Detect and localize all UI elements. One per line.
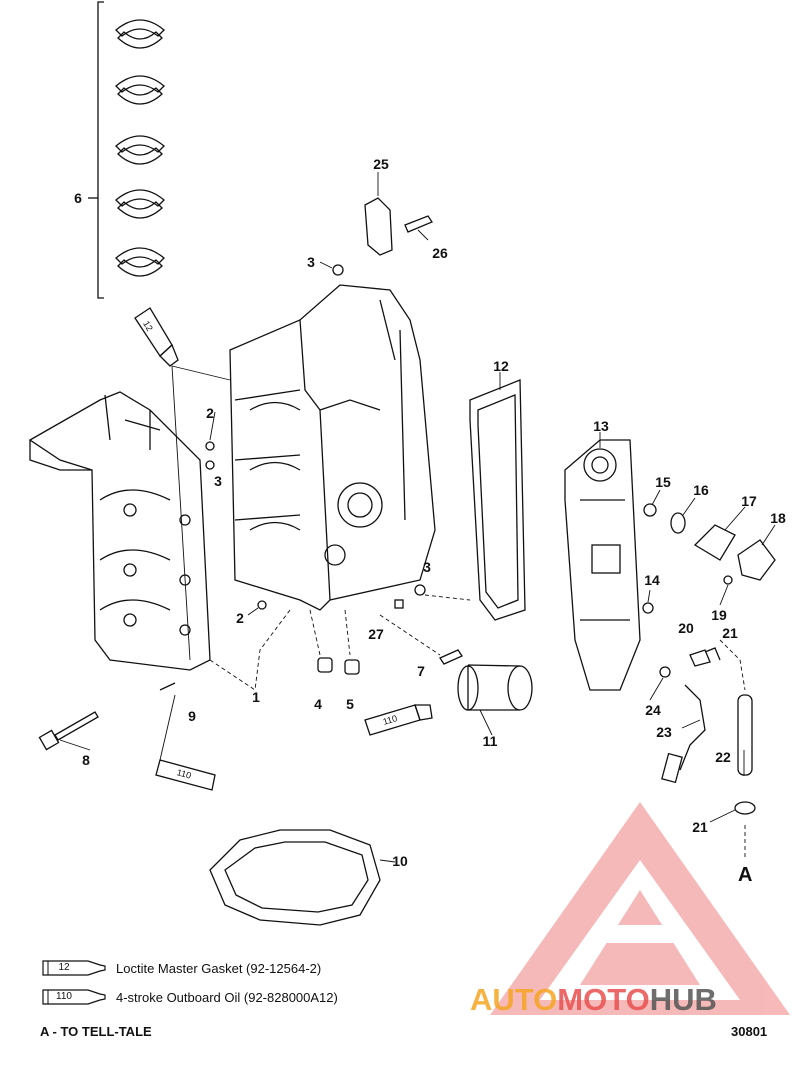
callout-A: A [738,864,753,886]
callout-3-right: 3 [423,559,431,575]
callout-27: 27 [368,626,384,642]
callout-1: 1 [252,689,260,705]
callout-3-top: 3 [307,254,315,270]
part-15 [643,503,657,517]
callout-24: 24 [645,702,661,718]
fitting-20 [689,649,711,667]
clamp-21-top [704,647,721,661]
callout-10: 10 [392,853,408,869]
oil-tube-110-a [364,704,433,736]
callout-18: 18 [770,510,786,526]
callout-9: 9 [188,708,196,724]
hose-22 [737,694,753,776]
callout-5: 5 [346,696,354,712]
callout-6: 6 [74,190,82,206]
callout-16: 16 [693,482,709,498]
sealant-tube-12 [134,307,179,367]
callout-23: 23 [656,724,672,740]
oil-tube-110-b [155,759,216,791]
bracket-25 [364,197,393,256]
legend-text-12: Loctite Master Gasket (92-12564-2) [116,960,322,976]
tube-icon: 12 [42,960,106,976]
callout-20: 20 [678,620,694,636]
bolt-8 [38,711,99,751]
part-16 [670,512,686,534]
legend-code-12: 12 [58,962,70,973]
plug-2b [257,600,267,610]
harness-23 [679,684,706,771]
plug-2a [205,441,215,451]
callout-11: 11 [482,733,498,749]
watermark-logo [490,802,790,1015]
tube-icon: 110 [42,989,106,1005]
watermark-hub: HUB [649,982,717,1017]
callout-22: 22 [715,749,731,765]
figure-number: 30801 [731,1024,768,1039]
legend-code-110: 110 [56,991,72,1002]
bolt-26 [404,215,433,233]
nut-3a [332,264,344,276]
watermark-brand: AUTOMOTOHUB [470,982,717,1018]
callout-4: 4 [314,696,322,712]
callout-14: 14 [644,572,660,588]
washer-14 [642,602,654,614]
callout-26: 26 [432,245,448,261]
callout-13: 13 [593,418,609,434]
clamp-21 [734,801,756,815]
oil-filter-11 [457,664,533,711]
exhaust-cover-13 [564,439,641,691]
part-18 [737,539,776,581]
nut-3c [414,584,426,596]
callout-25: 25 [373,156,389,172]
callout-12: 12 [493,358,509,374]
part-17 [693,524,736,561]
callout-7: 7 [417,663,425,679]
bolt-19 [723,575,733,585]
callout-2-lower: 2 [236,610,244,626]
plug-5 [344,659,360,675]
cap-27 [394,599,404,609]
plug-4 [317,657,333,673]
oring-24 [659,666,671,678]
callout-8: 8 [82,752,90,768]
callout-15: 15 [655,474,671,490]
cylinder-block [229,284,436,611]
bearing-shells [115,19,165,277]
crankcase-cover [28,391,211,671]
callout-21-upper: 21 [722,625,738,641]
callout-2-upper: 2 [206,405,214,421]
bearing-bracket [97,1,104,299]
callout-21-lower: 21 [692,819,708,835]
callout-19: 19 [711,607,727,623]
watermark-auto: AUTO [470,982,558,1017]
legend-text-110: 4-stroke Outboard Oil (92-828000A12) [116,989,338,1005]
watermark-moto: MOTO [557,982,650,1017]
footer-note: A - TO TELL-TALE [40,1024,152,1039]
nut-3b [205,460,215,470]
legend-row-110: 110 4-stroke Outboard Oil (92-828000A12) [42,986,338,1008]
gasket-10 [209,829,381,926]
legend-row-12: 12 Loctite Master Gasket (92-12564-2) [42,957,321,979]
callout-3-left: 3 [214,473,222,489]
bolt-7 [439,649,463,665]
callout-17: 17 [741,493,757,509]
stud-9 [159,682,176,691]
gasket-12 [469,379,526,621]
